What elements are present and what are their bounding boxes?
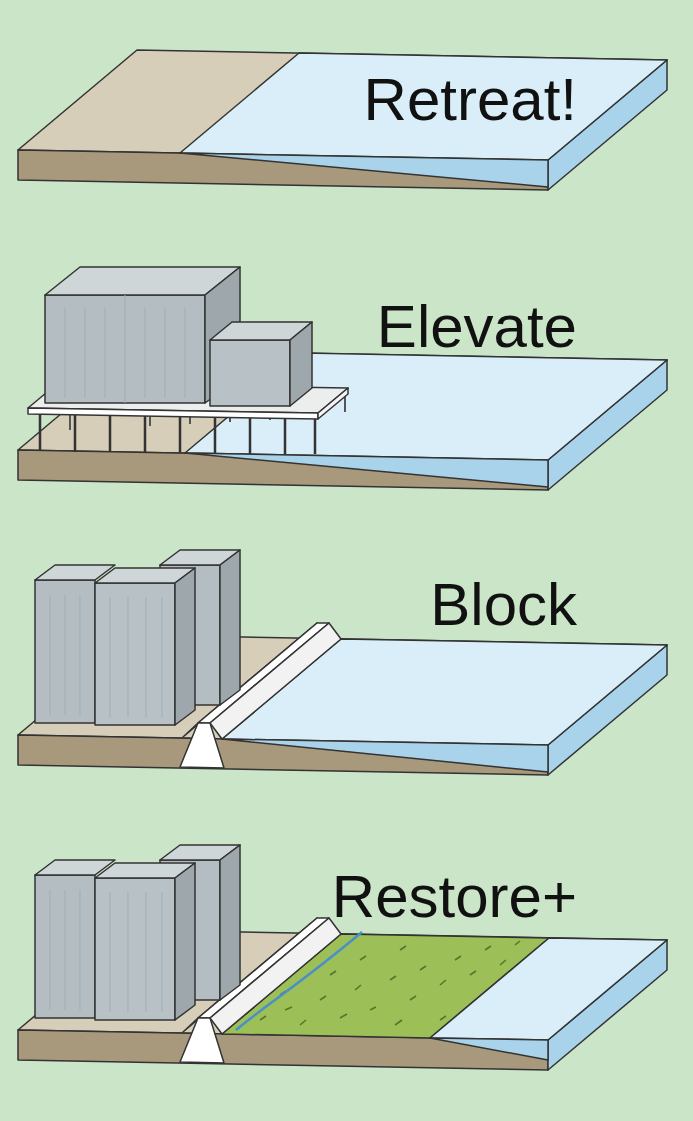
- window-lines: [65, 295, 185, 403]
- towers: [35, 550, 240, 725]
- annex-front: [210, 340, 290, 406]
- ground-slab: [18, 50, 667, 190]
- water-section: [430, 1038, 548, 1060]
- water-section: [222, 739, 548, 772]
- restore-panel: [18, 845, 667, 1070]
- deck-side: [318, 388, 348, 419]
- retreat-panel: [18, 50, 667, 190]
- water-section: [180, 153, 548, 187]
- towers: [35, 845, 240, 1020]
- water-surface: [180, 53, 667, 160]
- elevate-panel: [18, 267, 667, 490]
- front-stilts: [40, 414, 315, 454]
- water-section: [185, 453, 548, 487]
- panel-title: Block: [430, 575, 577, 635]
- block-panel: [18, 550, 667, 775]
- deck-edge: [28, 408, 318, 419]
- panel-title: Restore+: [332, 867, 577, 927]
- panel-title: Elevate: [377, 297, 577, 357]
- annex-side: [290, 322, 312, 406]
- panel-title: Retreat!: [364, 70, 577, 130]
- water-surface: [430, 938, 667, 1040]
- tower-front: [45, 295, 205, 403]
